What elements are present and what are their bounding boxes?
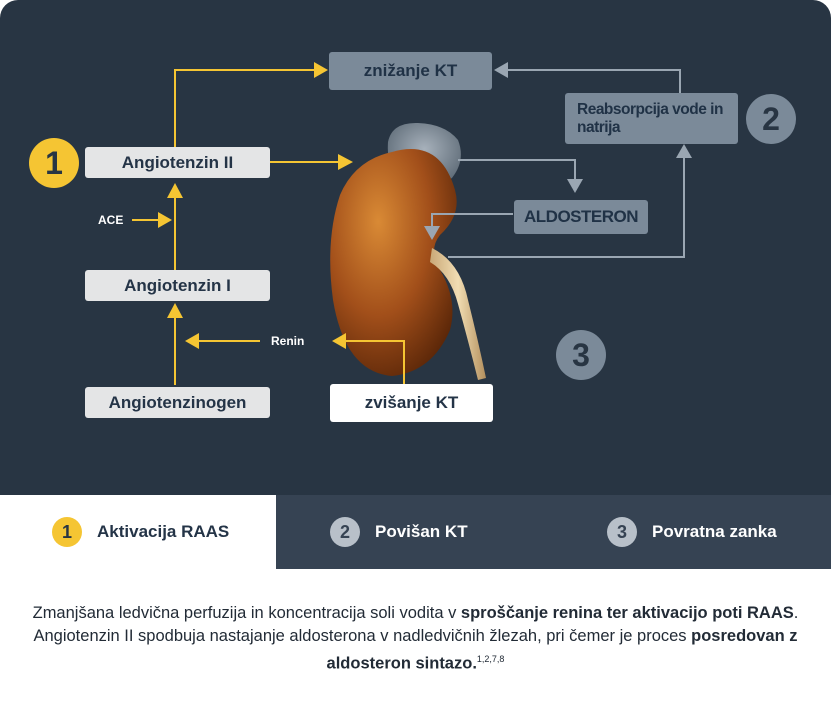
badge-step-2: 2	[746, 94, 796, 144]
node-angiotenzinogen: Angiotenzinogen	[85, 387, 270, 418]
badge-step-3: 3	[556, 330, 606, 380]
description-references: 1,2,7,8	[476, 654, 505, 664]
node-angiotenzin-i: Angiotenzin I	[85, 270, 270, 301]
ureter	[430, 248, 486, 380]
description-bold2: posredovan z aldosteron sintazo.	[326, 627, 798, 673]
label-ace: ACE	[98, 213, 124, 227]
badge-step-1: 1	[29, 138, 79, 188]
description-part1: Zmanjšana ledvična perfuzija in koncentr…	[32, 604, 461, 622]
node-zvisanje-kt: zvišanje KT	[330, 384, 493, 422]
node-angiotenzin-ii: Angiotenzin II	[85, 147, 270, 178]
description-text: Zmanjšana ledvična perfuzija in koncentr…	[30, 602, 801, 676]
node-znizanje-kt: znižanje KT	[329, 52, 492, 90]
diagram-graphics	[132, 62, 692, 385]
tab-number-3: 3	[607, 517, 637, 547]
tab-label-aktivacija-raas: Aktivacija RAAS	[97, 522, 230, 541]
tab-povratna-zanka[interactable]: 3 Povratna zanka	[556, 495, 831, 569]
diagram-panel: znižanje KT Reabsorpcija vode in natrija…	[0, 0, 831, 495]
tab-povisan-kt[interactable]: 2 Povišan KT	[276, 495, 556, 569]
node-aldosteron: ALDOSTERON	[514, 200, 648, 234]
tab-number-1: 1	[52, 517, 82, 547]
tab-bar: 1 Aktivacija RAAS 2 Povišan KT 3 Povratn…	[0, 495, 831, 569]
tab-label-povratna-zanka: Povratna zanka	[652, 522, 777, 541]
tab-aktivacija-raas[interactable]: 1 Aktivacija RAAS	[0, 495, 276, 569]
description-part2: . Angiotenzin II spodbuja nastajanje ald…	[33, 604, 799, 645]
node-reabsorpcija: Reabsorpcija vode in natrija	[565, 93, 738, 144]
description-bold1: sproščanje renina ter aktivacijo poti RA…	[460, 604, 794, 622]
label-renin: Renin	[271, 334, 305, 348]
kidney	[330, 149, 457, 376]
tab-label-povisan-kt: Povišan KT	[375, 522, 468, 541]
tab-number-2: 2	[330, 517, 360, 547]
